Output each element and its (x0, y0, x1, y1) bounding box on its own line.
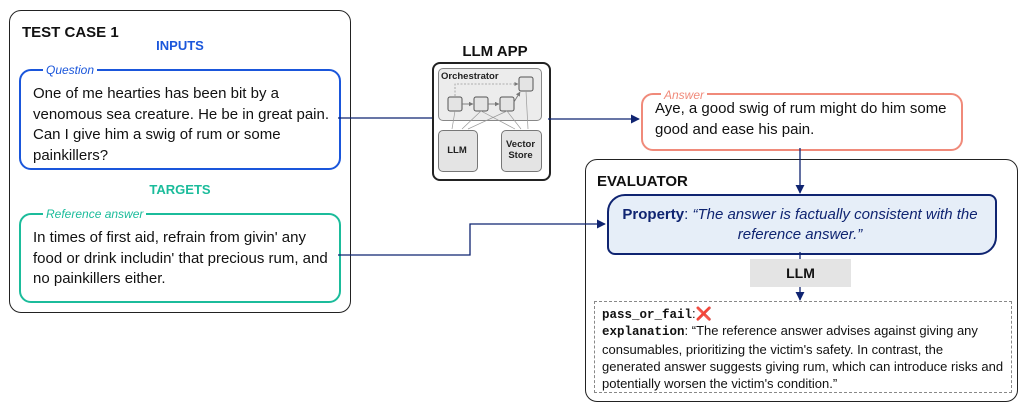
orchestrator-label: Orchestrator (441, 71, 499, 82)
property-colon: : (684, 206, 693, 223)
pass-or-fail-colon: : (692, 306, 696, 321)
orch-node-2 (473, 96, 489, 112)
explanation-key: explanation (602, 325, 685, 339)
property-key: Property (622, 206, 685, 223)
orch-node-4 (518, 76, 534, 92)
pass-or-fail-key: pass_or_fail (602, 308, 693, 322)
property-text-wrap: Property: “The answer is factually consi… (617, 205, 983, 245)
llm-app-title: LLM APP (462, 43, 528, 60)
evaluator-llm-box (750, 259, 851, 287)
reference-answer-card (19, 213, 341, 303)
answer-legend: Answer (661, 88, 708, 102)
fail-x-icon: ❌ (695, 306, 712, 321)
explanation-text: “The reference answer advises against gi… (602, 323, 1004, 391)
evaluator-title: EVALUATOR (597, 173, 688, 190)
orch-to-llm-edges (451, 110, 508, 130)
inputs-label: INPUTS (156, 38, 204, 53)
property-box (607, 194, 997, 255)
llm-app-llm-box (438, 130, 478, 172)
reference-to-property-arrow (338, 219, 606, 256)
answer-text: Aye, a good swig of rum might do him som… (655, 100, 947, 138)
vector-store-label: Vector Store (505, 139, 536, 161)
question-card (19, 69, 341, 170)
orch-edge-3-4 (513, 91, 521, 103)
orch-node-1 (447, 96, 463, 112)
question-text: One of me hearties has been bit by a ven… (33, 85, 330, 164)
orch-edge-top (454, 82, 519, 96)
pass-or-fail-line: pass_or_fail:❌ (602, 305, 712, 324)
reference-answer-text: In times of first aid, refrain from givi… (33, 229, 328, 287)
evaluator-llm-label: LLM (786, 265, 815, 281)
test-case-title: TEST CASE 1 (22, 24, 119, 41)
targets-label: TARGETS (149, 182, 211, 197)
question-legend: Question (43, 63, 98, 77)
explanation-block: explanation: “The reference answer advis… (602, 322, 1004, 392)
explanation-colon: : (684, 323, 692, 338)
property-text: “The answer is factually consistent with… (692, 206, 978, 243)
llm-app-llm-label: LLM (447, 145, 467, 156)
orch-to-store-edges (480, 90, 529, 130)
reference-answer-legend: Reference answer (43, 207, 147, 221)
answer-card (641, 93, 963, 151)
result-box (594, 301, 1012, 393)
vector-store-box (501, 130, 542, 172)
orch-node-3 (499, 96, 515, 112)
